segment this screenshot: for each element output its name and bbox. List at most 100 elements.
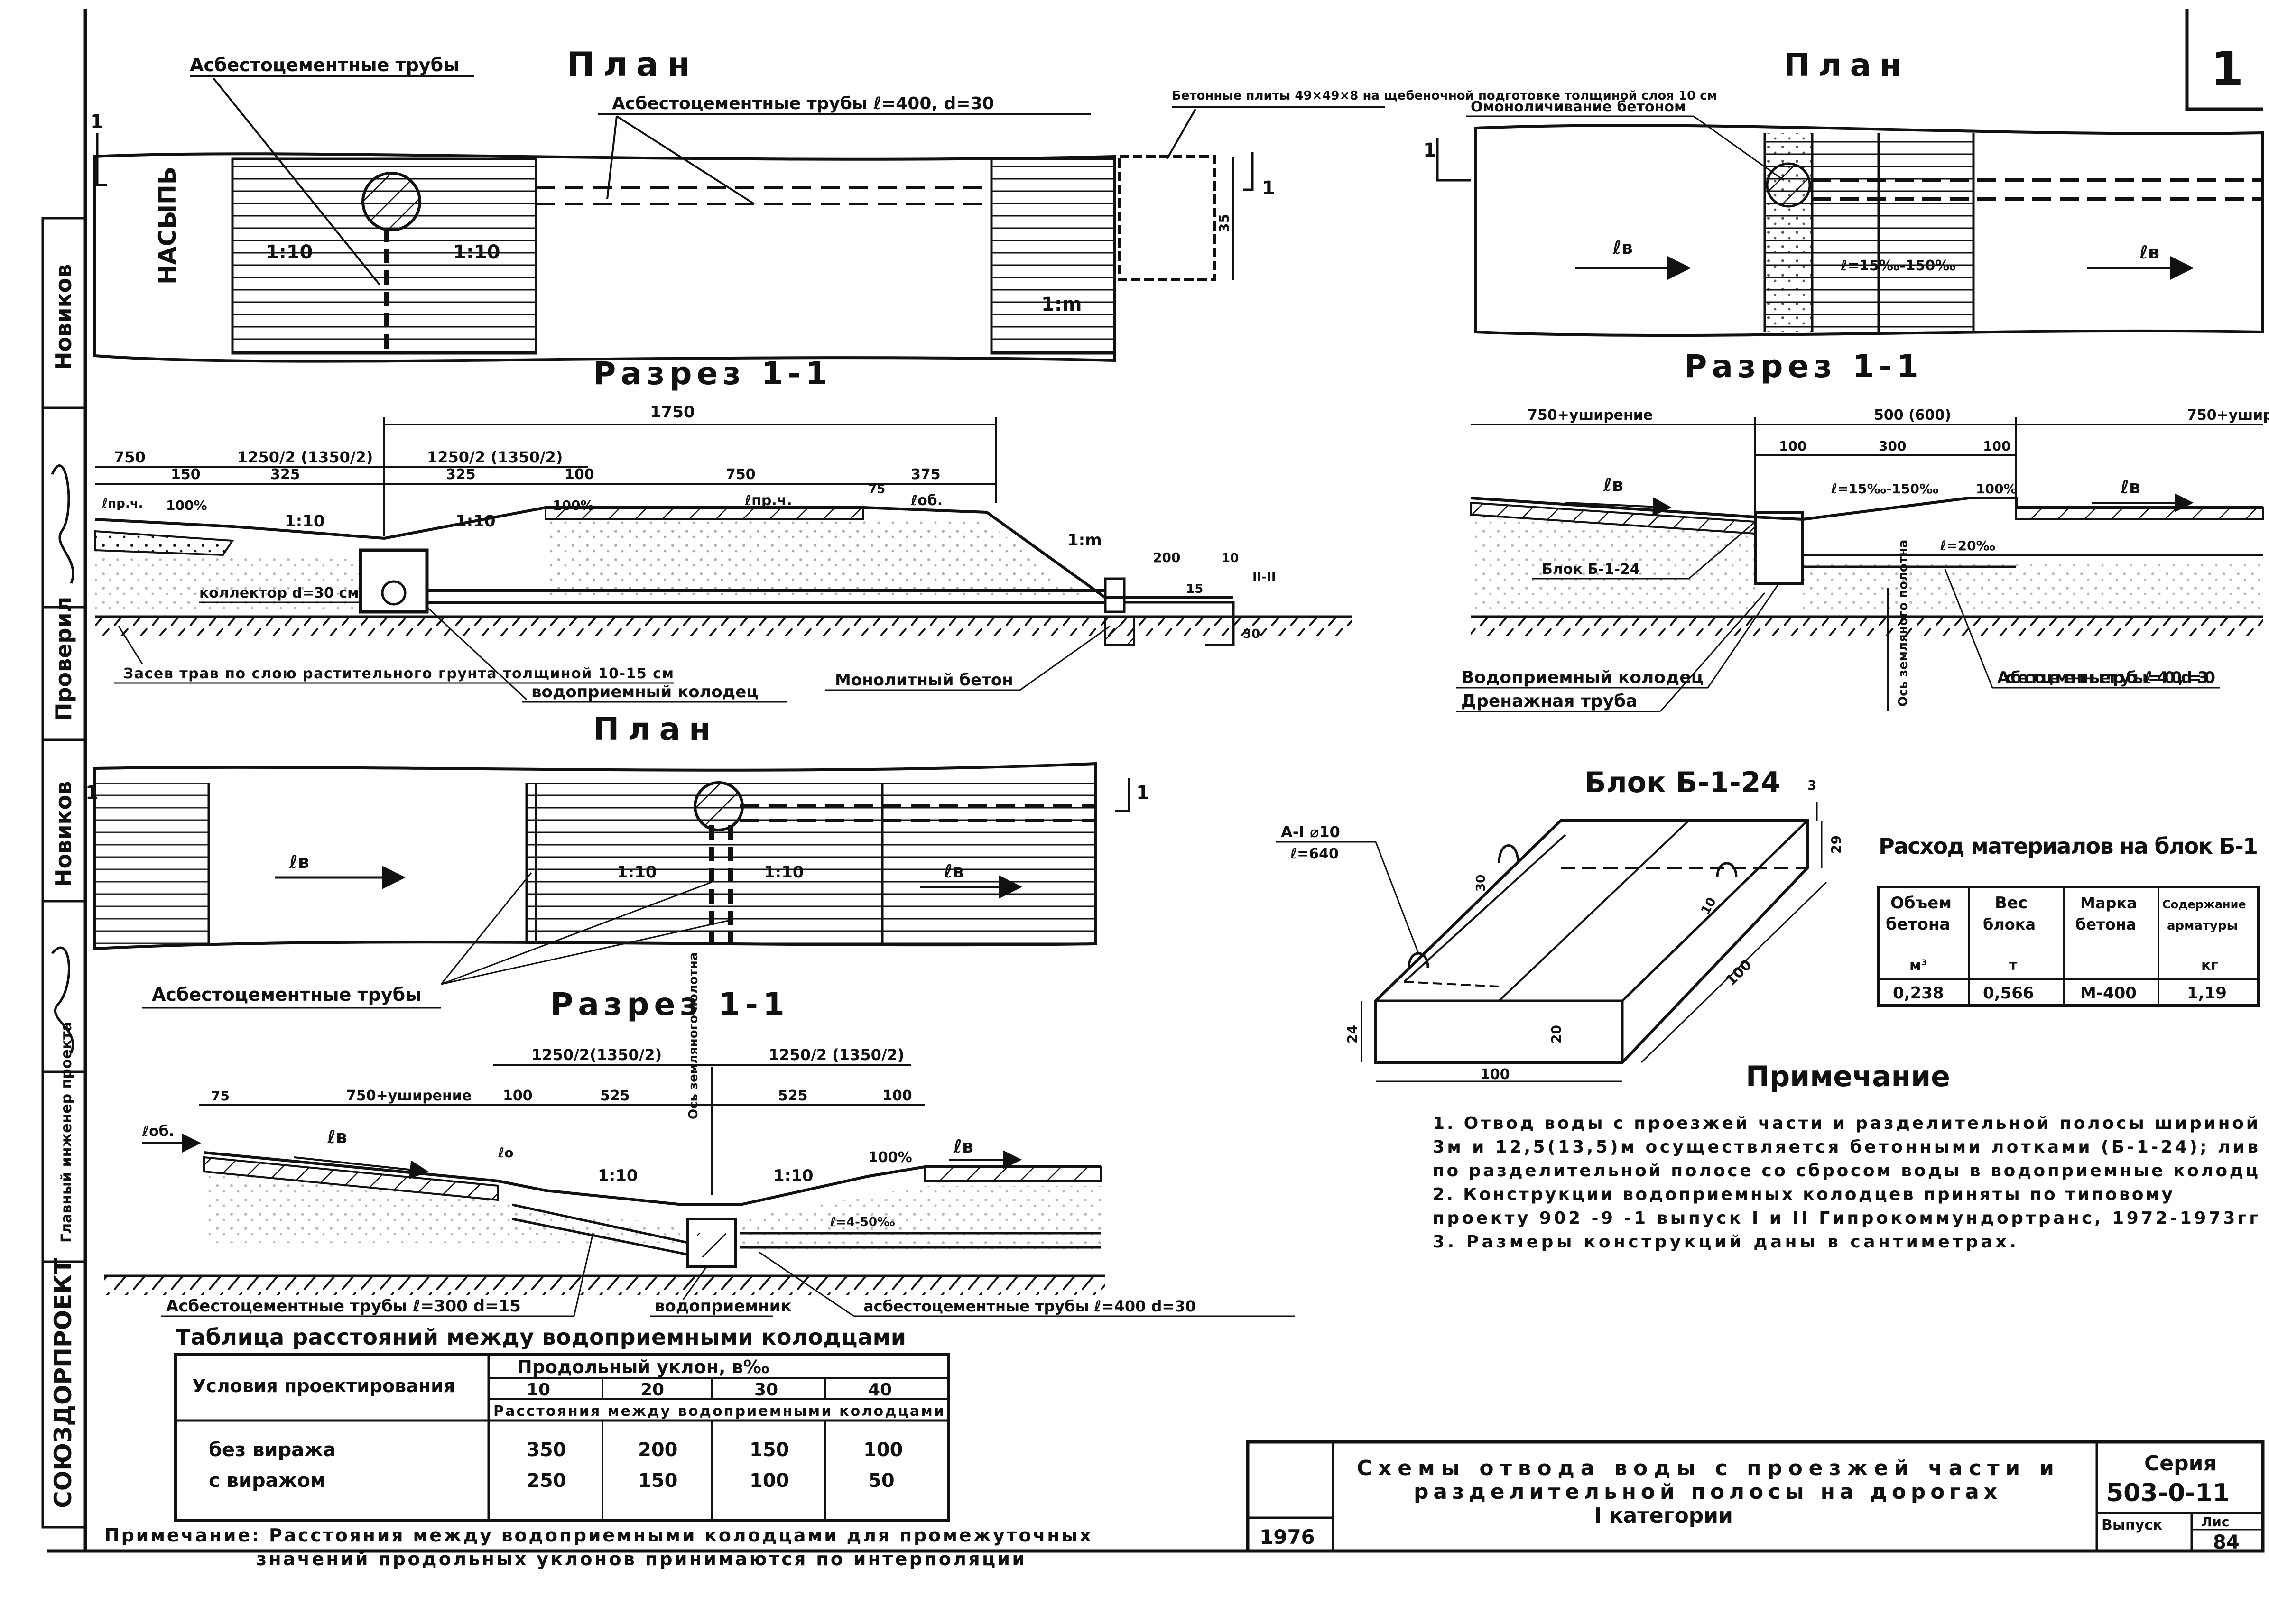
title-block: 1976 Схемы отвода воды с проезжей части … <box>1246 1440 2265 1553</box>
series-number: 503-0-11 <box>2106 1479 2230 1507</box>
section-1-cut: II-II <box>1252 570 1276 584</box>
distance-table-note-1: Примечание: Расстояния между водоприемны… <box>104 1525 1091 1546</box>
plan-3-title: План <box>1784 47 1910 83</box>
section-2-slope-1: 1:10 <box>598 1166 638 1185</box>
materials-cell-grade: М-400 <box>2080 984 2137 1003</box>
side-label-4: Главный инженер проекта <box>58 1022 75 1243</box>
section-2-label-iv: ℓв <box>327 1126 347 1147</box>
section-2-dim-75: 75 <box>211 1088 230 1104</box>
section-1-grass-label: Засев трав по слою растительного грунта … <box>123 665 674 682</box>
materials-header-rebar-1: Содержание <box>2162 898 2246 911</box>
plan-1-cut-left: 1 <box>90 111 103 133</box>
plan-1-concrete-slabs-label: Бетонные плиты 49×49×8 на щебеночной под… <box>1172 89 1717 103</box>
section-1-dim-10: 10 <box>1222 551 1239 565</box>
section-3-axis-label: Ось земляного полотна <box>1896 540 1910 707</box>
section-3-drain-label: Дренажная труба <box>1461 692 1638 711</box>
title-line-1: Схемы отвода воды с проезжей части и <box>1357 1456 2054 1480</box>
distance-table-slope-40: 40 <box>868 1380 892 1400</box>
cell: 350 <box>527 1439 566 1461</box>
section-2-label-io: ℓо <box>498 1145 513 1161</box>
intake-well <box>359 548 429 614</box>
section-3-pct: 100% <box>1976 481 2017 497</box>
section-1-dim-750b: 750 <box>726 466 756 483</box>
section-1-dim-100: 100 <box>565 466 594 483</box>
section-2-pipes-left-label: Асбестоцементные трубы ℓ=300 d=15 <box>166 1297 521 1316</box>
plan-1-slope-a: 1:10 <box>266 241 313 263</box>
section-2: Разрез 1-1 1250/2(1350/2) 1250/2 (1350/2… <box>104 952 1295 1317</box>
section-1-dim-15: 15 <box>1186 582 1203 596</box>
materials-title: Расход материалов на блок Б-1 <box>1879 833 2258 859</box>
cell: 200 <box>638 1439 678 1461</box>
section-2-label-iv2: ℓв <box>953 1136 973 1157</box>
plan-1-slope-m: 1:m <box>1041 294 1082 315</box>
section-1-collector-label: коллектор d=30 см <box>199 585 359 601</box>
section-1-dim-325a: 325 <box>270 466 300 483</box>
note-line-5: проекту 902 -9 -1 выпуск I и II Гипроком… <box>1433 1209 2258 1228</box>
section-3: Разрез 1-1 750+уширение 500 (600) 750+уш… <box>1456 348 2269 712</box>
section-1-label-pct2: 100% <box>553 498 594 513</box>
plan-1-slope-b: 1:10 <box>453 241 500 263</box>
block-dim-10: 10 <box>1698 895 1719 917</box>
title-line-3: I категории <box>1594 1504 1733 1528</box>
section-2-dim-100: 100 <box>503 1088 533 1104</box>
note-line-2: 3м и 12,5(13,5)м осуществляется бетонным… <box>1433 1137 2258 1157</box>
block-dim-100a: 100 <box>1723 957 1755 989</box>
cell: 100 <box>750 1470 789 1492</box>
notes-title: Примечание <box>1746 1060 1950 1093</box>
block-rebar-label: А-I ⌀10 <box>1281 823 1340 841</box>
title-year: 1976 <box>1260 1525 1315 1549</box>
plan-3: План Омоноличивание бетоном ℓв ℓ=15‰-150… <box>1423 47 2264 337</box>
section-2-dim-525a: 525 <box>600 1088 630 1104</box>
note-line-6: 3. Размеры конструкций даны в сантиметра… <box>1433 1232 2016 1252</box>
block-b-1-24 <box>1754 511 1804 585</box>
plan-1: План НАСЫПЬ 1:10 1:10 1:m Асбестоцементн… <box>90 45 1717 363</box>
distance-table-slope-header: Продольный уклон, в‰ <box>517 1356 769 1377</box>
plan-2-cut-left: 1 <box>85 782 99 804</box>
section-1-dim-30: 30 <box>1243 627 1260 641</box>
materials-cell-weight: 0,566 <box>1983 984 2034 1003</box>
distance-table: Таблица расстояний между водоприемными к… <box>104 1324 1091 1569</box>
side-label-3: Новиков <box>51 781 76 887</box>
plan-2-i-left: ℓв <box>289 851 309 872</box>
section-3-i-right: ℓв <box>2120 477 2140 498</box>
plan-2-slope-1: 1:10 <box>617 863 657 882</box>
section-2-label-iob: ℓоб. <box>142 1123 174 1140</box>
section-1-title: Разрез 1-1 <box>593 355 832 392</box>
section-3-block-label: Блок Б-1-24 <box>1542 561 1640 578</box>
section-1-concrete-label: Монолитный бетон <box>835 671 1013 690</box>
section-2-dim-525b: 525 <box>778 1088 808 1104</box>
section-2-axis-label: Ось земляного полотна <box>686 952 701 1119</box>
section-2-label-slope: ℓ=4-50‰ <box>830 1215 895 1229</box>
plan-1-dim-35: 35 <box>1216 214 1232 232</box>
plan-3-i-right: ℓв <box>2139 242 2159 263</box>
section-1-label-pct: 100% <box>166 498 207 513</box>
section-1-dim-75: 75 <box>868 482 885 497</box>
block-dim-30: 30 <box>1474 875 1488 892</box>
section-3-dim-100a: 100 <box>1779 438 1806 454</box>
plan-2-slope-2: 1:10 <box>764 863 804 882</box>
block-dim-3: 3 <box>1807 777 1816 793</box>
plan-1-cut-right: 1 <box>1262 177 1275 199</box>
cell: 250 <box>527 1470 566 1492</box>
section-2-dim-widen: 750+уширение <box>346 1088 472 1104</box>
section-1-label-iob: ℓоб. <box>910 492 943 509</box>
block-dim-100b: 100 <box>1480 1066 1510 1083</box>
section-2-label-pct: 100% <box>868 1149 912 1166</box>
section-1-dim-half1: 1250/2 (1350/2) <box>237 448 373 466</box>
plan-3-cut: 1 <box>1423 139 1436 161</box>
section-3-i-left: ℓв <box>1603 474 1623 495</box>
note-line-4: 2. Конструкции водоприемных колодцев при… <box>1433 1185 2173 1204</box>
materials-header-weight-3: т <box>2009 957 2018 974</box>
section-2-dim-100b: 100 <box>882 1088 912 1104</box>
distance-table-title: Таблица расстояний между водоприемными к… <box>176 1324 906 1350</box>
materials-header-rebar-2: арматуры <box>2167 919 2238 933</box>
sheet-label: Лис <box>2201 1514 2229 1530</box>
note-line-1: 1. Отвод воды с проезжей части и раздели… <box>1433 1114 2258 1133</box>
distance-table-slope-30: 30 <box>754 1380 778 1400</box>
row-label-no-superelevation: без виража <box>209 1439 336 1461</box>
section-1-well-label: водоприемный колодец <box>531 683 759 701</box>
distance-table-note-2: значений продольных уклонов принимаются … <box>256 1549 1025 1569</box>
inlet-well <box>686 1218 737 1268</box>
plan-1-title: План <box>567 45 698 84</box>
